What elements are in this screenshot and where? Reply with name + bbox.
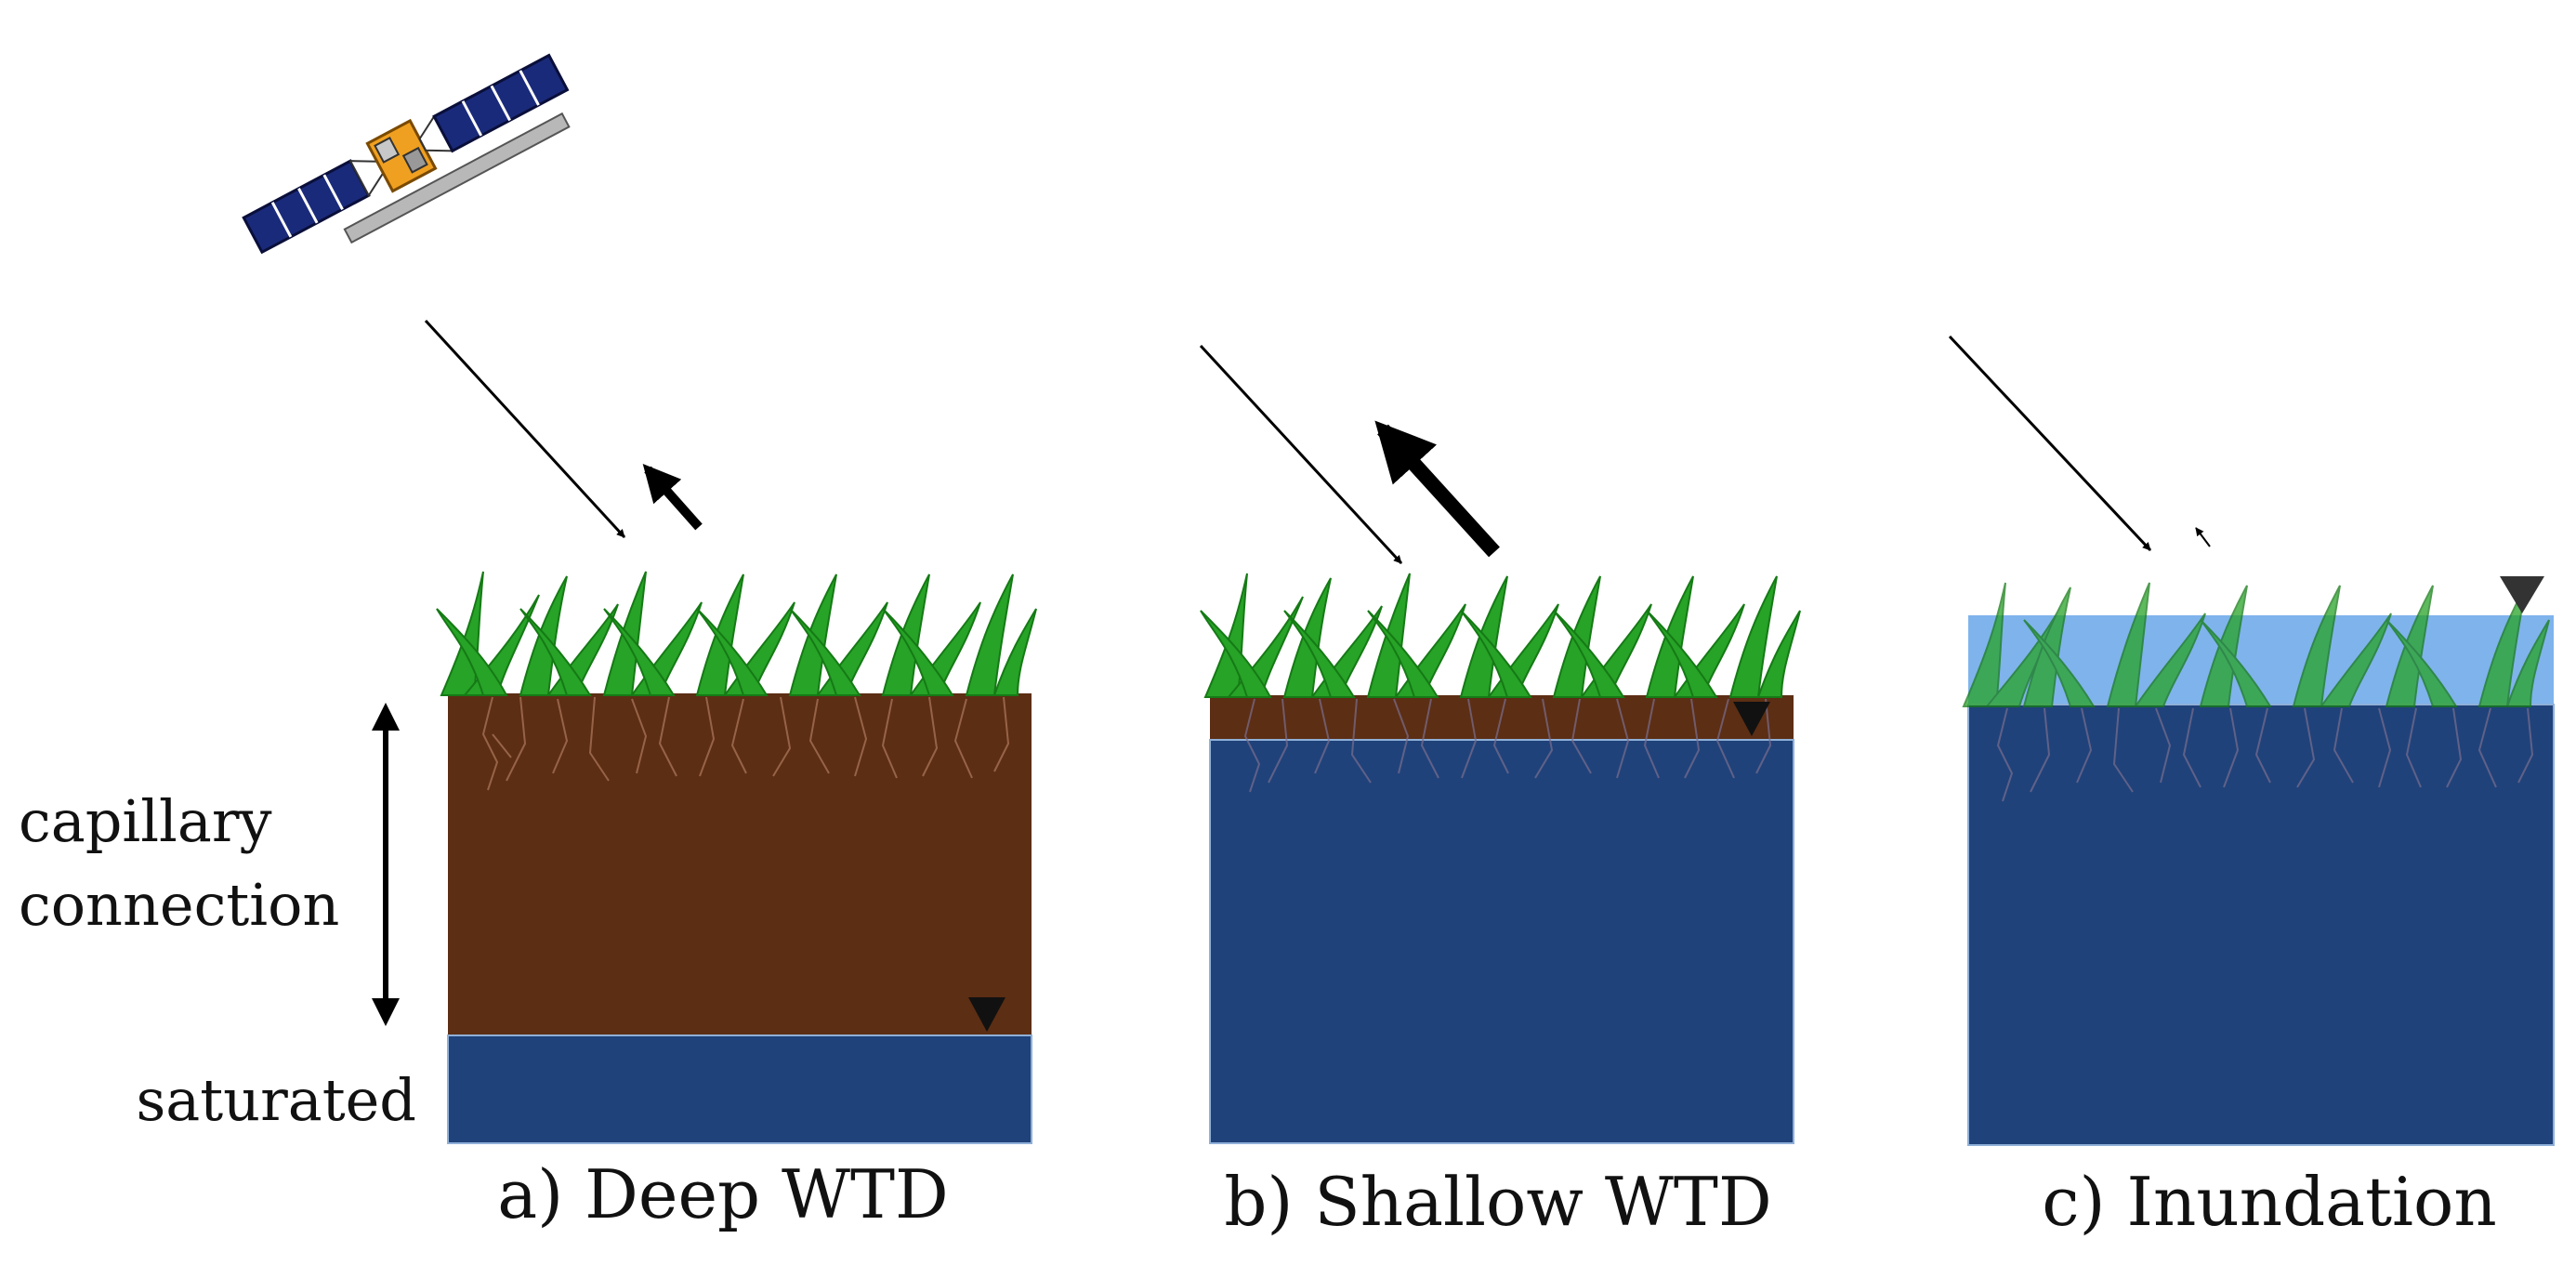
water-table-marker-icon — [2500, 576, 2544, 613]
saturated-layer — [448, 1035, 1032, 1143]
saturated-layer — [1968, 705, 2554, 1145]
caption-deep-wtd: a) Deep WTD — [497, 1155, 949, 1233]
grass-icon — [437, 572, 1036, 695]
saturated-layer — [1210, 740, 1794, 1143]
capillary-label-line1: capillary — [19, 787, 272, 855]
panel-deep-wtd — [426, 321, 1036, 1143]
panel-shallow-wtd — [1201, 346, 1800, 1143]
panel-inundation — [1950, 336, 2554, 1145]
grass-icon — [1201, 573, 1800, 697]
caption-inundation: c) Inundation — [2042, 1163, 2497, 1241]
backscatter-signal-arrow — [648, 469, 699, 527]
incident-signal-arrow — [1950, 336, 2150, 550]
incident-signal-arrow — [1201, 346, 1401, 563]
saturated-label: saturated — [136, 1066, 416, 1134]
backscatter-signal-arrow — [2196, 528, 2210, 547]
satellite-icon — [241, 48, 584, 282]
soil-layer — [448, 693, 1032, 1035]
caption-shallow-wtd: b) Shallow WTD — [1224, 1163, 1771, 1241]
capillary-label-line2: connection — [19, 871, 339, 939]
backscatter-signal-arrow — [1383, 429, 1494, 552]
incident-signal-arrow — [426, 321, 624, 537]
